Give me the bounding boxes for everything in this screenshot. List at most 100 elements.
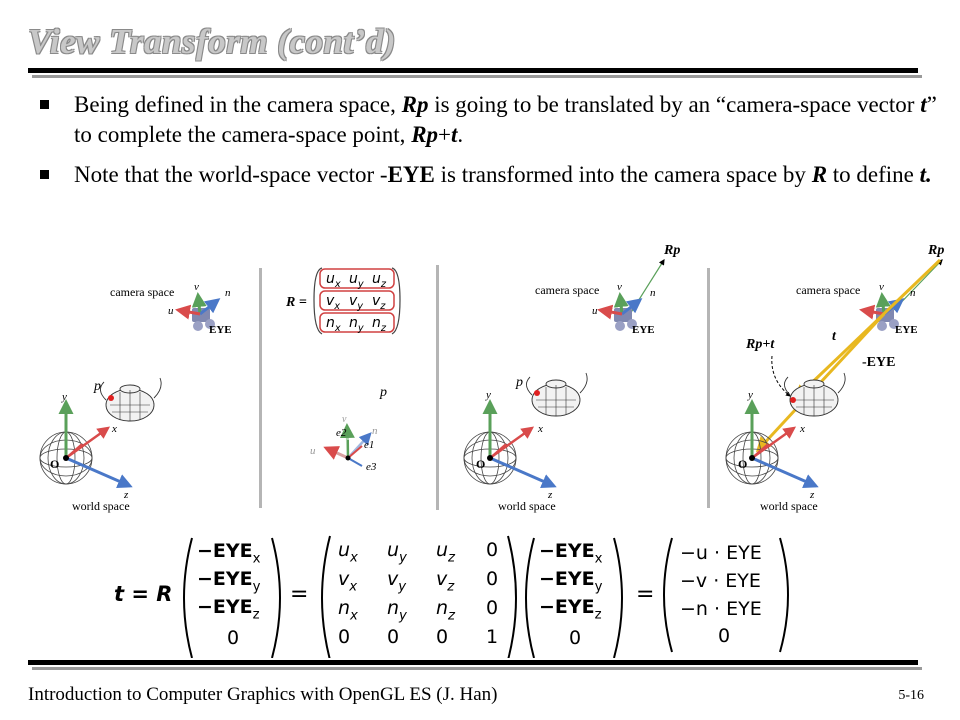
vector-entry: −u · EYE	[680, 542, 762, 564]
right-paren	[271, 537, 281, 658]
math-base: 0	[338, 626, 350, 648]
world-space-label: world space	[498, 499, 556, 513]
bullet-text-run: Note that the world-space vector -	[74, 162, 388, 187]
math-subscript: x	[349, 550, 358, 565]
math-subscript: y	[398, 550, 408, 565]
math-subscript: x	[333, 301, 340, 312]
slide-title: View Transform (cont’d)	[28, 22, 396, 61]
math-base: v	[349, 293, 358, 309]
figure-panels: camera space v n u EYE y x z O w	[39, 243, 944, 513]
rotation-matrix-label: R =	[285, 295, 307, 310]
math-base: n	[436, 597, 448, 619]
matrix-entry: 1	[486, 626, 498, 648]
math-subscript: y	[595, 579, 603, 594]
footer-page-number: 5-16	[898, 688, 924, 703]
camera-space-label: camera space	[535, 283, 599, 297]
matrix-entry: 0	[486, 568, 498, 590]
math-subscript: x	[334, 279, 341, 290]
vector-entry: −n · EYE	[680, 598, 762, 620]
vector-entry: 0	[569, 627, 581, 649]
u-label: u	[168, 305, 174, 317]
teapot-icon	[784, 372, 846, 417]
x-label: x	[111, 423, 117, 435]
bullet-text-run: is transformed into the camera space by	[434, 162, 812, 187]
p-label: p	[93, 379, 101, 394]
matrix-entry: 0	[436, 626, 448, 648]
math-base: −EYE	[539, 540, 595, 562]
math-subscript: z	[380, 279, 387, 290]
matrix-entry: nx	[326, 315, 341, 334]
y-label: y	[747, 389, 753, 401]
u-label: u	[310, 445, 316, 457]
math-subscript: z	[253, 607, 260, 622]
footer-rule-shadow	[32, 667, 922, 670]
n-label: n	[225, 287, 231, 299]
teapot-icon	[100, 377, 162, 422]
title-rule	[28, 68, 918, 73]
math-base: u	[349, 271, 358, 287]
point-p	[108, 395, 114, 401]
matrix-entry: vx	[338, 568, 357, 594]
matrix-row-n	[319, 312, 395, 333]
math-subscript: z	[447, 550, 456, 565]
bullet-square-icon	[40, 100, 49, 109]
math-subscript: x	[334, 323, 341, 334]
bullet-text-run: to define	[827, 162, 920, 187]
matrix-entry: 0	[338, 626, 350, 648]
math-base: −EYE	[539, 568, 595, 590]
math-subscript: y	[398, 608, 408, 623]
v-label: v	[617, 281, 622, 293]
left-paren	[321, 535, 331, 658]
eye-label: EYE	[895, 324, 918, 336]
matrix-entry: nx	[338, 597, 358, 623]
matrix-entry: 0	[486, 539, 498, 561]
bullet-text-run: Rp	[411, 122, 439, 147]
bullet-text-run: ” to complete the camera-space point,	[74, 92, 937, 147]
bullet-text-run: t	[920, 92, 927, 117]
left-paren	[663, 537, 673, 653]
math-base: u	[387, 539, 399, 561]
right-paren	[779, 537, 789, 653]
panel-separator-2	[436, 265, 439, 510]
panel-3: Rp camera space v n u EYE y x z O	[463, 243, 680, 513]
math-subscript: z	[447, 608, 456, 623]
vector-entry: −EYEz	[539, 596, 602, 622]
math-base: u	[338, 539, 350, 561]
point-rp-plus-t	[790, 397, 796, 403]
y-label: y	[485, 389, 491, 401]
math-subscript: x	[348, 579, 357, 594]
teapot-icon	[526, 372, 588, 417]
eye-label: EYE	[632, 324, 655, 336]
bullet-text-run: t	[451, 122, 458, 147]
p-label: p	[515, 375, 523, 390]
math-subscript: y	[357, 279, 364, 290]
matrix-entry: vy	[387, 568, 407, 594]
matrix-entry: ny	[349, 315, 364, 334]
vector-entry: −EYEy	[539, 568, 603, 594]
bullet-text-run: R	[811, 162, 828, 187]
bullet-item-2: Note that the world-space vector -EYE is…	[38, 160, 938, 190]
world-space-label: world space	[760, 499, 818, 513]
bullet-text-run: Rp	[401, 92, 429, 117]
panel-1: camera space v n u EYE y x z O w	[39, 281, 232, 513]
matrix-entry: vz	[372, 293, 386, 312]
matrix-entry: vx	[326, 293, 340, 312]
panel-separator-3	[707, 268, 710, 508]
vector-entry: 0	[718, 625, 730, 647]
p-label: p	[379, 385, 387, 400]
matrix-entry: ux	[338, 539, 358, 565]
origin-label: O	[476, 457, 485, 471]
equals-sign: =	[636, 582, 654, 607]
n-label: n	[910, 287, 916, 299]
matrix-entry: nz	[372, 315, 387, 334]
vector-entry: −v · EYE	[680, 570, 761, 592]
math-subscript: z	[380, 323, 387, 334]
eye-label: EYE	[209, 324, 232, 336]
math-base: n	[387, 597, 399, 619]
x-label: x	[799, 423, 805, 435]
title-rule-shadow	[32, 75, 922, 78]
bullet-text-run: t.	[919, 162, 932, 187]
e2-label: e2	[336, 427, 347, 439]
v-label: v	[194, 281, 199, 293]
math-base: −EYE	[197, 540, 253, 562]
